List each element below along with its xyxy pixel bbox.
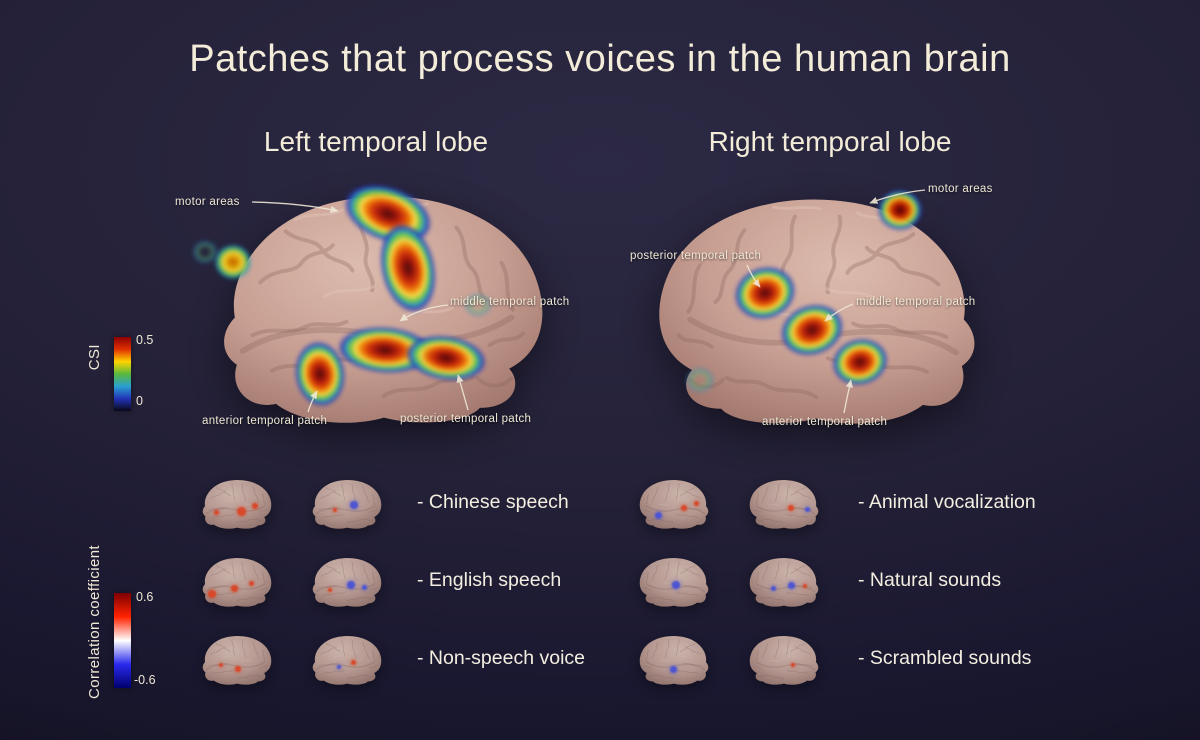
right-posterior-temporal-label: posterior temporal patch (630, 250, 762, 262)
mini-brain (293, 630, 397, 687)
correlation-dot (336, 665, 341, 670)
activation-patch (684, 366, 716, 394)
correlation-dot (671, 580, 680, 589)
correlation-dot (251, 502, 258, 509)
correlation-dot (693, 501, 699, 507)
mini-row-natural-sounds: - Natural sounds (624, 552, 1036, 609)
right-middle-temporal-label: middle temporal patch (856, 296, 976, 308)
mini-brain-illustration (639, 635, 709, 686)
correlation-colorbar-max: 0.6 (136, 590, 154, 604)
correlation-dot (230, 585, 238, 593)
figure-title: Patches that process voices in the human… (189, 38, 1011, 80)
mini-brain-illustration (202, 479, 272, 530)
mini-row-label: - Non-speech voice (417, 647, 585, 669)
correlation-dot (219, 663, 224, 668)
correlation-dot (351, 659, 357, 665)
correlation-dot (207, 589, 216, 598)
left-anterior-temporal-label: anterior temporal patch (202, 415, 328, 427)
correlation-colorbar-bar (114, 593, 131, 688)
correlation-dot (788, 581, 796, 589)
mini-row-animal-vocalization: - Animal vocalization (624, 474, 1036, 531)
correlation-dot (788, 504, 795, 511)
activation-patch (214, 244, 252, 280)
left-brain-figure (178, 168, 570, 434)
mini-brain (734, 630, 838, 687)
mini-row-label: - Chinese speech (417, 491, 569, 513)
mini-brain-illustration (749, 479, 819, 530)
mini-brain-illustration (749, 635, 819, 686)
mini-brain (624, 474, 728, 531)
correlation-dot (669, 666, 677, 674)
correlation-dot (328, 588, 333, 593)
csi-colorbar-min: 0 (136, 394, 143, 408)
mini-row-non-speech-voice: - Non-speech voice (183, 630, 585, 687)
mini-brain (183, 474, 287, 531)
right-motor-areas-label: motor areas (928, 183, 993, 195)
mini-brain-illustration (312, 479, 382, 530)
correlation-colorbar: Correlation coefficient 0.6 -0.6 (84, 545, 184, 700)
mini-brain (624, 552, 728, 609)
mini-brain (624, 630, 728, 687)
mini-brain-illustration (202, 557, 272, 608)
csi-colorbar-label: CSI (86, 344, 103, 371)
correlation-dot (804, 507, 810, 513)
correlation-dot (681, 504, 688, 511)
mini-brain (293, 552, 397, 609)
right-mini-rows: - Animal vocalization - Natural sounds -… (624, 474, 1036, 708)
mini-brain (183, 630, 287, 687)
mini-brain-illustration (749, 557, 819, 608)
correlation-dot (214, 510, 220, 516)
correlation-dot (771, 586, 777, 592)
right-panel-title: Right temporal lobe (708, 126, 952, 157)
mini-row-label: - Scrambled sounds (858, 647, 1032, 669)
mini-brain (183, 552, 287, 609)
csi-colorbar-bar (114, 337, 131, 411)
correlation-dot (332, 508, 337, 513)
activation-patch (877, 189, 923, 231)
mini-brain-illustration (202, 635, 272, 686)
mini-row-scrambled-sounds: - Scrambled sounds (624, 630, 1036, 687)
csi-colorbar: CSI 0.5 0 (84, 330, 174, 425)
mini-row-label: - Natural sounds (858, 569, 1002, 591)
correlation-colorbar-label: Correlation coefficient (86, 545, 103, 700)
correlation-dot (802, 583, 807, 588)
activation-patch (191, 239, 219, 265)
correlation-dot (361, 585, 367, 591)
correlation-dot (791, 663, 796, 668)
correlation-dot (248, 580, 254, 586)
left-posterior-temporal-label: posterior temporal patch (400, 413, 532, 425)
correlation-dot (235, 666, 241, 673)
left-heatmap-overlay (178, 168, 570, 434)
mini-row-english-speech: - English speech (183, 552, 585, 609)
left-panel-title: Left temporal lobe (263, 126, 489, 157)
correlation-dot (350, 501, 359, 510)
left-mini-rows: - Chinese speech - English speech - Non-… (183, 474, 585, 708)
mini-row-chinese-speech: - Chinese speech (183, 474, 585, 531)
mini-row-label: - Animal vocalization (858, 491, 1036, 513)
correlation-dot (655, 511, 663, 519)
correlation-colorbar-min: -0.6 (134, 673, 156, 687)
mini-brain (734, 474, 838, 531)
mini-brain (734, 552, 838, 609)
mini-brain-illustration (312, 635, 382, 686)
activation-patch (463, 292, 493, 318)
right-anterior-temporal-label: anterior temporal patch (762, 416, 888, 428)
mini-brain-illustration (639, 479, 709, 530)
left-middle-temporal-label: middle temporal patch (450, 296, 570, 308)
mini-brain-illustration (312, 557, 382, 608)
left-motor-areas-label: motor areas (175, 196, 240, 208)
csi-colorbar-max: 0.5 (136, 333, 154, 347)
correlation-dot (347, 580, 356, 589)
mini-brain (293, 474, 397, 531)
mini-row-label: - English speech (417, 569, 562, 591)
correlation-dot (237, 507, 247, 517)
